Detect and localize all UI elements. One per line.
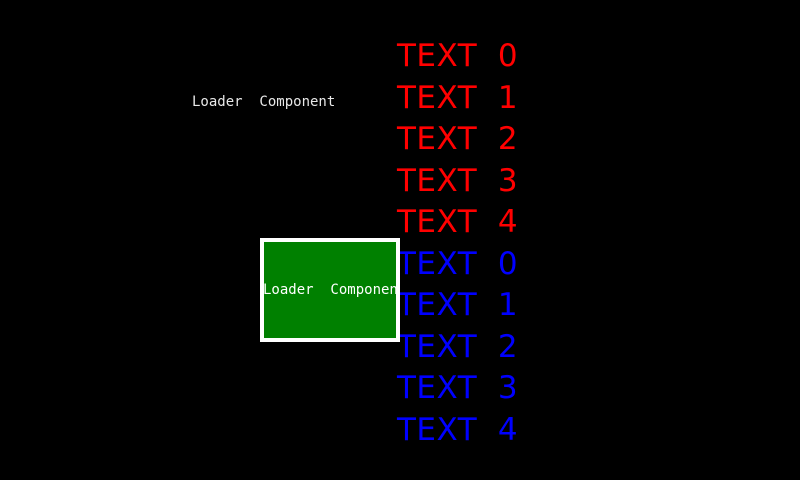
text-list-item: TEXT 4 (397, 411, 519, 448)
text-list-item: TEXT 0 (397, 38, 519, 74)
text-list-item: TEXT 3 (397, 370, 519, 406)
text-list-item: TEXT 1 (397, 287, 519, 323)
loader-component-box: Loader Component (260, 238, 400, 342)
text-list-item: TEXT 0 (397, 245, 519, 282)
text-list-item: TEXT 2 (397, 328, 519, 365)
text-list-item: TEXT 2 (397, 121, 519, 157)
loader-box-label: Loader Component (263, 282, 400, 298)
text-list-item: TEXT 4 (397, 204, 519, 240)
text-item-list: TEXT 0 TEXT 1 TEXT 2 TEXT 3 TEXT 4 TEXT … (397, 36, 657, 451)
text-list-item: TEXT 3 (397, 162, 519, 199)
text-list-item: TEXT 1 (397, 79, 519, 116)
loader-component-label: Loader Component (192, 94, 336, 110)
